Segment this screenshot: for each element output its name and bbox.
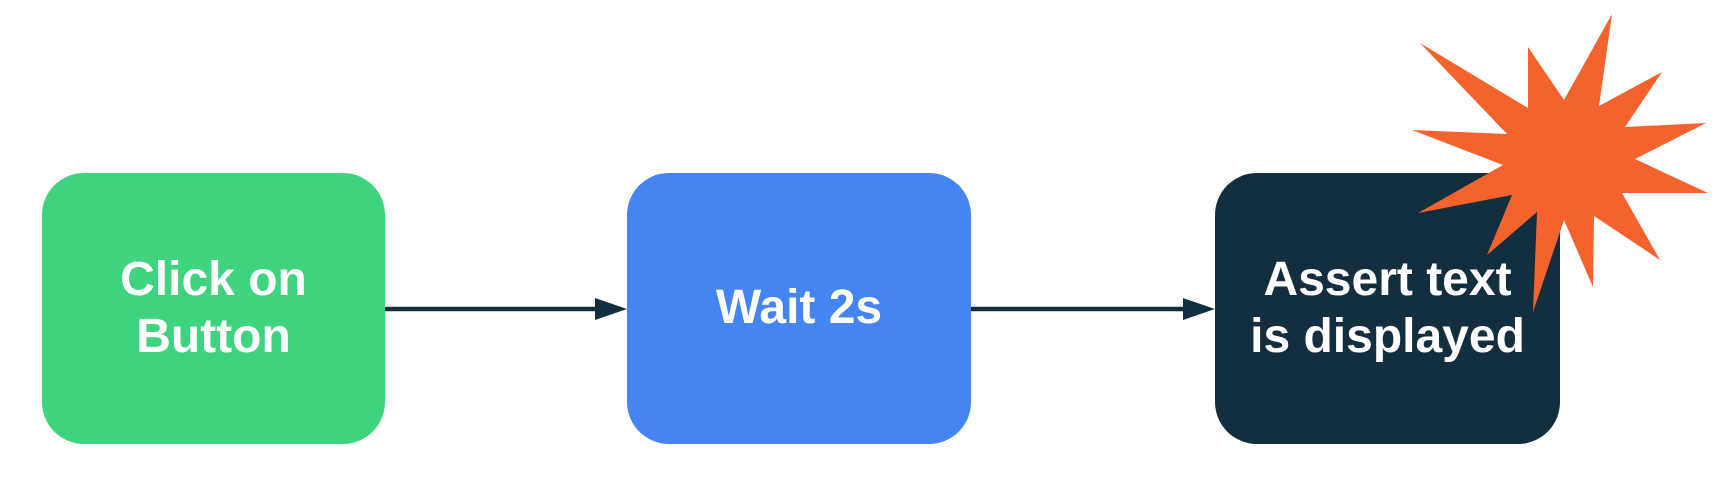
starburst-icon <box>1412 14 1708 312</box>
node-label: Click on Button <box>120 253 307 363</box>
connector-arrow-1 <box>385 298 627 320</box>
arrowhead-icon <box>1183 298 1215 320</box>
starburst-shape <box>1412 14 1708 312</box>
node-wait-2s: Wait 2s <box>627 173 971 444</box>
node-label: Wait 2s <box>715 281 883 335</box>
arrowhead-icon <box>595 298 627 320</box>
connector-arrow-2 <box>971 298 1215 320</box>
node-click-on-button: Click on Button <box>42 173 385 444</box>
node-label: Assert text is displayed <box>1250 253 1525 363</box>
